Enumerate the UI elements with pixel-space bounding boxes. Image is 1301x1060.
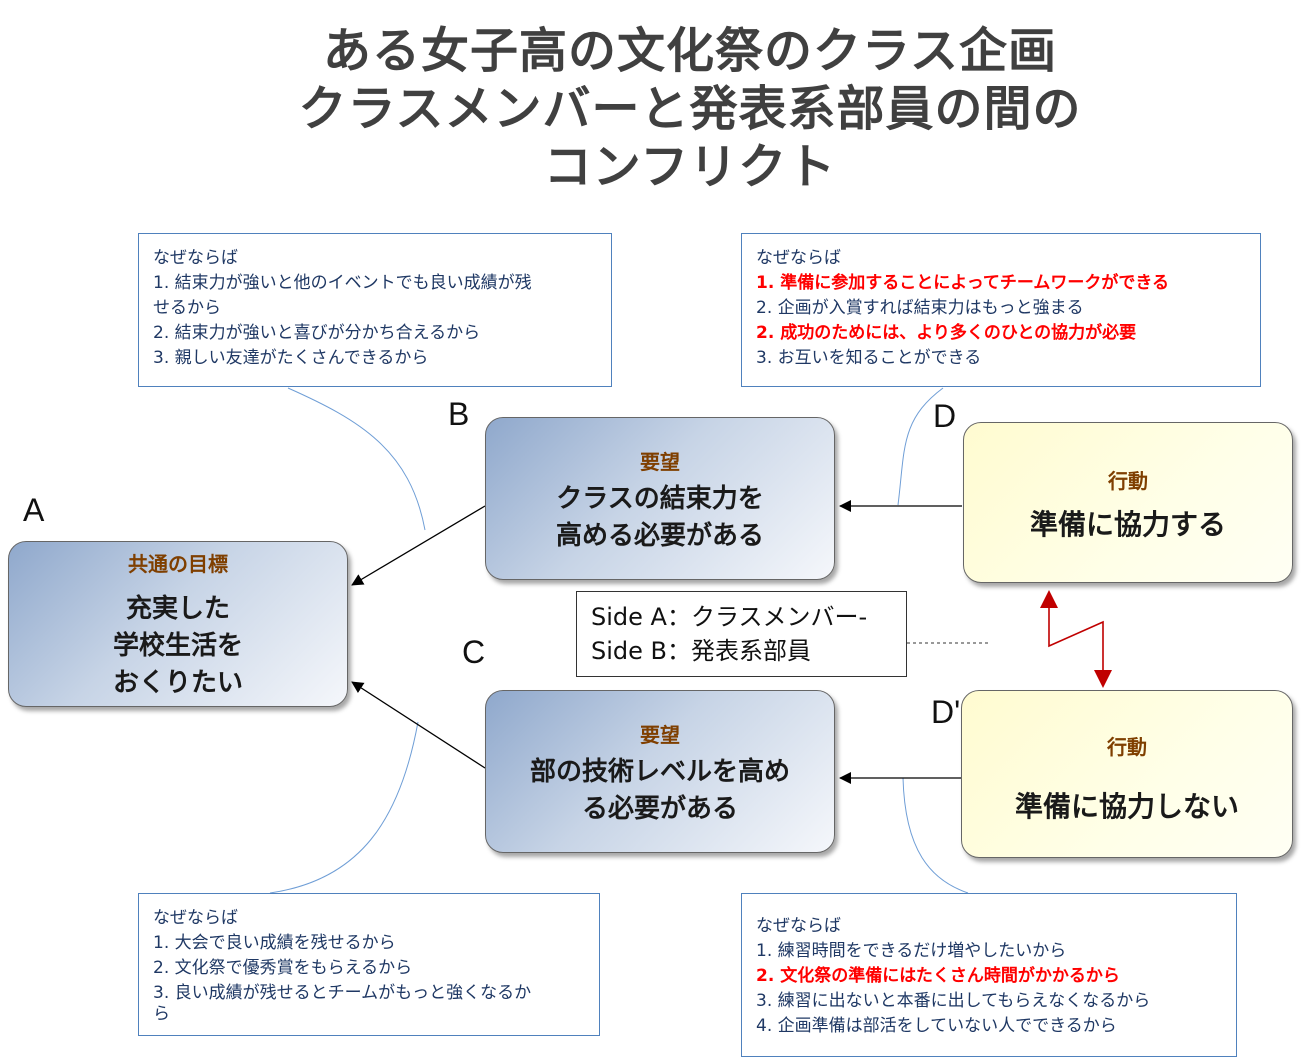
reasons-box-d: なぜならば 1. 準備に参加することによってチームワークができる 2. 企画が入…	[741, 233, 1261, 387]
callout-dprime-curve	[902, 777, 969, 894]
reasons-d-item: 1. 準備に参加することによってチームワークができる	[756, 273, 1169, 293]
reasons-dprime-item: 4. 企画準備は部活をしていない人でできるから	[756, 1016, 1117, 1036]
label-b: B	[448, 396, 470, 432]
callout-b-curve	[287, 387, 426, 531]
need-box-c: 要望 部の技術レベルを高め る必要がある	[485, 690, 835, 853]
title-line-2: クラスメンバーと発表系部員の間の	[298, 81, 1082, 137]
reasons-d-item: 2. 成功のためには、より多くのひとの協力が必要	[756, 323, 1137, 343]
reasons-dprime-item: 1. 練習時間をできるだけ増やしたいから	[756, 941, 1067, 961]
common-goal-box: 共通の目標 充実した 学校生活を おくりたい	[8, 541, 348, 707]
arrow-c-to-a	[351, 681, 486, 769]
label-d-prime: D'	[931, 694, 961, 730]
title-line-1: ある女子高の文化祭のクラス企画	[322, 23, 1058, 79]
action-box-d: 行動 準備に協力する	[963, 422, 1293, 583]
action-box-d-prime: 行動 準備に協力しない	[961, 690, 1293, 858]
reasons-dprime-item: 3. 練習に出ないと本番に出してもらえなくなるから	[756, 991, 1151, 1011]
side-legend-line: Side B：発表系部員	[591, 637, 811, 665]
reasons-b-heading: なぜならば	[153, 248, 238, 268]
common-goal-line: 学校生活を	[112, 631, 243, 661]
conflict-arrow-head-down	[1094, 670, 1112, 688]
arrow-b-to-a	[351, 505, 486, 586]
action-dprime-line: 準備に協力しない	[1014, 790, 1239, 823]
reasons-c-item: 3. 良い成績が残せるとチームがもっと強くなるか	[153, 983, 532, 1003]
side-legend-line: Side A：クラスメンバー-	[591, 603, 868, 631]
need-c-heading: 要望	[640, 723, 680, 747]
reasons-d-item: 2. 企画が入賞すれば結束力はもっと強まる	[756, 298, 1084, 318]
action-d-line: 準備に協力する	[1029, 508, 1226, 541]
reasons-dprime-item: 2. 文化祭の準備にはたくさん時間がかかるから	[756, 966, 1120, 986]
reasons-dprime-heading: なぜならば	[756, 916, 841, 936]
reasons-box-c: なぜならば 1. 大会で良い成績を残せるから 2. 文化祭で優秀賞をもらえるから…	[138, 893, 600, 1036]
action-d-heading: 行動	[1108, 469, 1148, 493]
reasons-b-item: 3. 親しい友達がたくさんできるから	[153, 348, 429, 368]
reasons-box-d-prime: なぜならば 1. 練習時間をできるだけ増やしたいから 2. 文化祭の準備にはたく…	[741, 893, 1237, 1057]
reasons-c-heading: なぜならば	[153, 908, 238, 928]
need-b-heading: 要望	[640, 450, 680, 474]
common-goal-line: 充実した	[125, 594, 230, 624]
callout-c-curve	[269, 721, 419, 894]
diagram-title: ある女子高の文化祭のクラス企画 クラスメンバーと発表系部員の間の コンフリクト	[200, 22, 1180, 196]
common-goal-heading: 共通の目標	[128, 552, 228, 576]
need-c-line: る必要がある	[581, 794, 738, 824]
reasons-d-heading: なぜならば	[756, 248, 841, 268]
reasons-d-item: 3. お互いを知ることができる	[756, 348, 982, 368]
need-c-line: 部の技術レベルを高め	[529, 757, 790, 787]
label-d: D	[933, 398, 957, 434]
need-b-line: クラスの結束力を	[556, 484, 764, 514]
conflict-arrow	[1048, 620, 1104, 670]
reasons-c-item: 2. 文化祭で優秀賞をもらえるから	[153, 958, 413, 978]
need-box-b: 要望 クラスの結束力を 高める必要がある	[485, 417, 835, 580]
side-legend: Side A：クラスメンバー- Side B：発表系部員	[576, 591, 907, 677]
need-b-line: 高める必要がある	[555, 521, 764, 551]
action-dprime-heading: 行動	[1107, 735, 1147, 759]
label-c: C	[462, 634, 486, 670]
reasons-b-item: 2. 結束力が強いと喜びが分かち合えるから	[153, 323, 481, 343]
reasons-b-item: せるから	[153, 298, 221, 318]
reasons-c-item: ら	[153, 1004, 170, 1024]
common-goal-line: おくりたい	[112, 668, 243, 698]
conflict-arrow-head-up	[1040, 590, 1058, 608]
reasons-b-item: 1. 結束力が強いと他のイベントでも良い成績が残	[153, 273, 532, 293]
title-line-3: コンフリクト	[543, 139, 837, 195]
label-a: A	[23, 492, 45, 528]
reasons-box-b: なぜならば 1. 結束力が強いと他のイベントでも良い成績が残 せるから 2. 結…	[138, 233, 612, 387]
reasons-c-item: 1. 大会で良い成績を残せるから	[153, 933, 396, 953]
callout-d-curve	[897, 387, 944, 506]
